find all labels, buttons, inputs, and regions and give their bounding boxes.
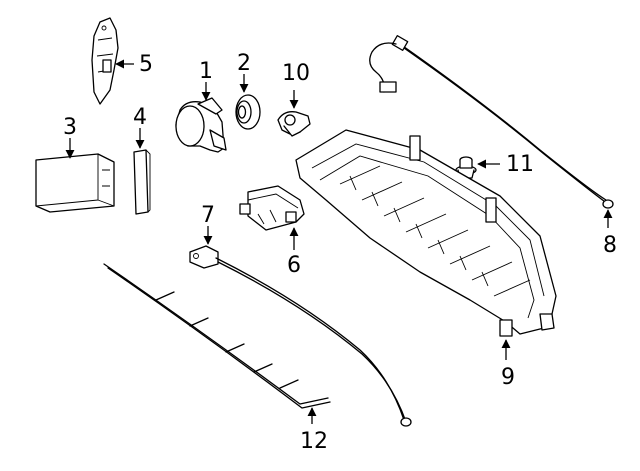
callout-9: 9 <box>501 365 515 390</box>
callout-11: 11 <box>506 152 534 177</box>
part-1-actuator <box>175 97 227 153</box>
part-2-grommet <box>235 94 261 130</box>
part-3-module <box>35 153 115 213</box>
callout-arrows <box>65 59 613 424</box>
callout-5: 5 <box>139 52 153 77</box>
part-4-strip <box>133 149 151 215</box>
part-10-clip <box>277 111 311 137</box>
callout-1: 1 <box>199 59 213 84</box>
callout-2: 2 <box>237 51 251 76</box>
callout-7: 7 <box>201 203 215 228</box>
callout-6: 6 <box>287 253 301 278</box>
callout-8: 8 <box>603 233 617 258</box>
part-12-harness <box>103 263 331 409</box>
part-8-cable <box>369 35 614 209</box>
callout-4: 4 <box>133 105 147 130</box>
part-6-connector <box>239 185 305 231</box>
callout-3: 3 <box>63 115 77 140</box>
part-9-carrier <box>295 129 557 337</box>
part-5-bracket <box>91 17 119 105</box>
part-7-sensor-cable <box>189 245 412 427</box>
callout-10: 10 <box>282 61 310 86</box>
callout-12: 12 <box>300 429 328 454</box>
